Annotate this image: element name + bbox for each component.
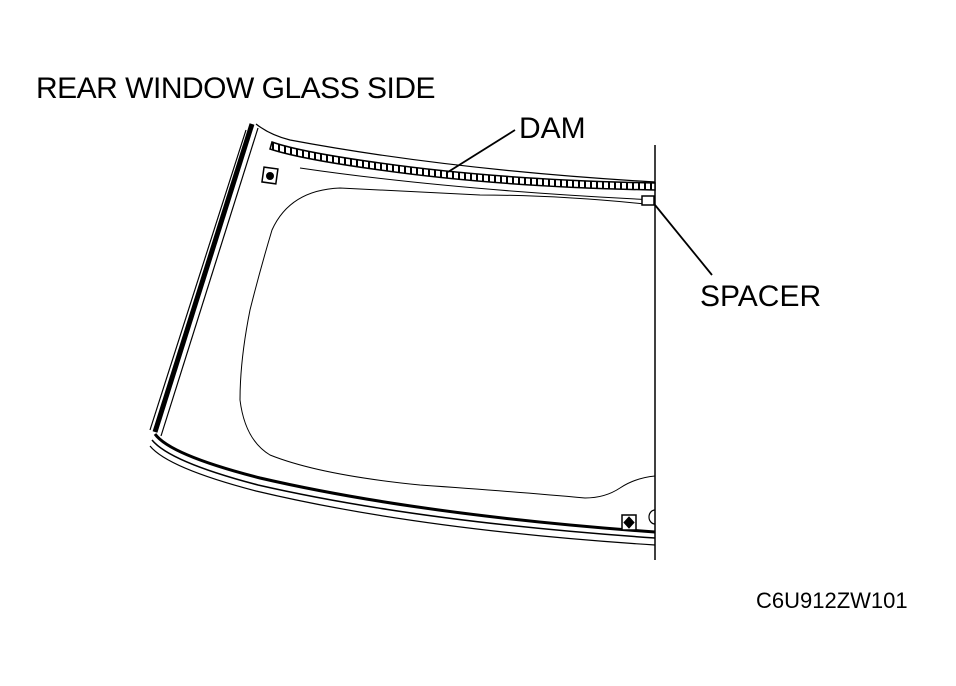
figure-code: C6U912ZW101	[756, 588, 908, 613]
dam-leader-line	[447, 129, 516, 173]
fastener-top-left	[261, 166, 279, 185]
dam-strip	[269, 141, 656, 191]
glass-left-edge	[149, 123, 259, 437]
spacer-block	[641, 195, 655, 206]
spacer-leader-line	[654, 204, 713, 276]
diagram-title: REAR WINDOW GLASS SIDE	[36, 72, 436, 105]
glass-top-edge	[255, 123, 656, 183]
spacer-callout-label: SPACER	[700, 280, 822, 313]
glass-bottom-edge	[149, 433, 656, 546]
inner-outline	[239, 187, 656, 499]
dam-callout-label: DAM	[519, 112, 586, 145]
clip-half-circle	[648, 509, 656, 525]
fastener-bottom-right	[621, 514, 637, 531]
glass-inner-top-line	[299, 167, 656, 201]
